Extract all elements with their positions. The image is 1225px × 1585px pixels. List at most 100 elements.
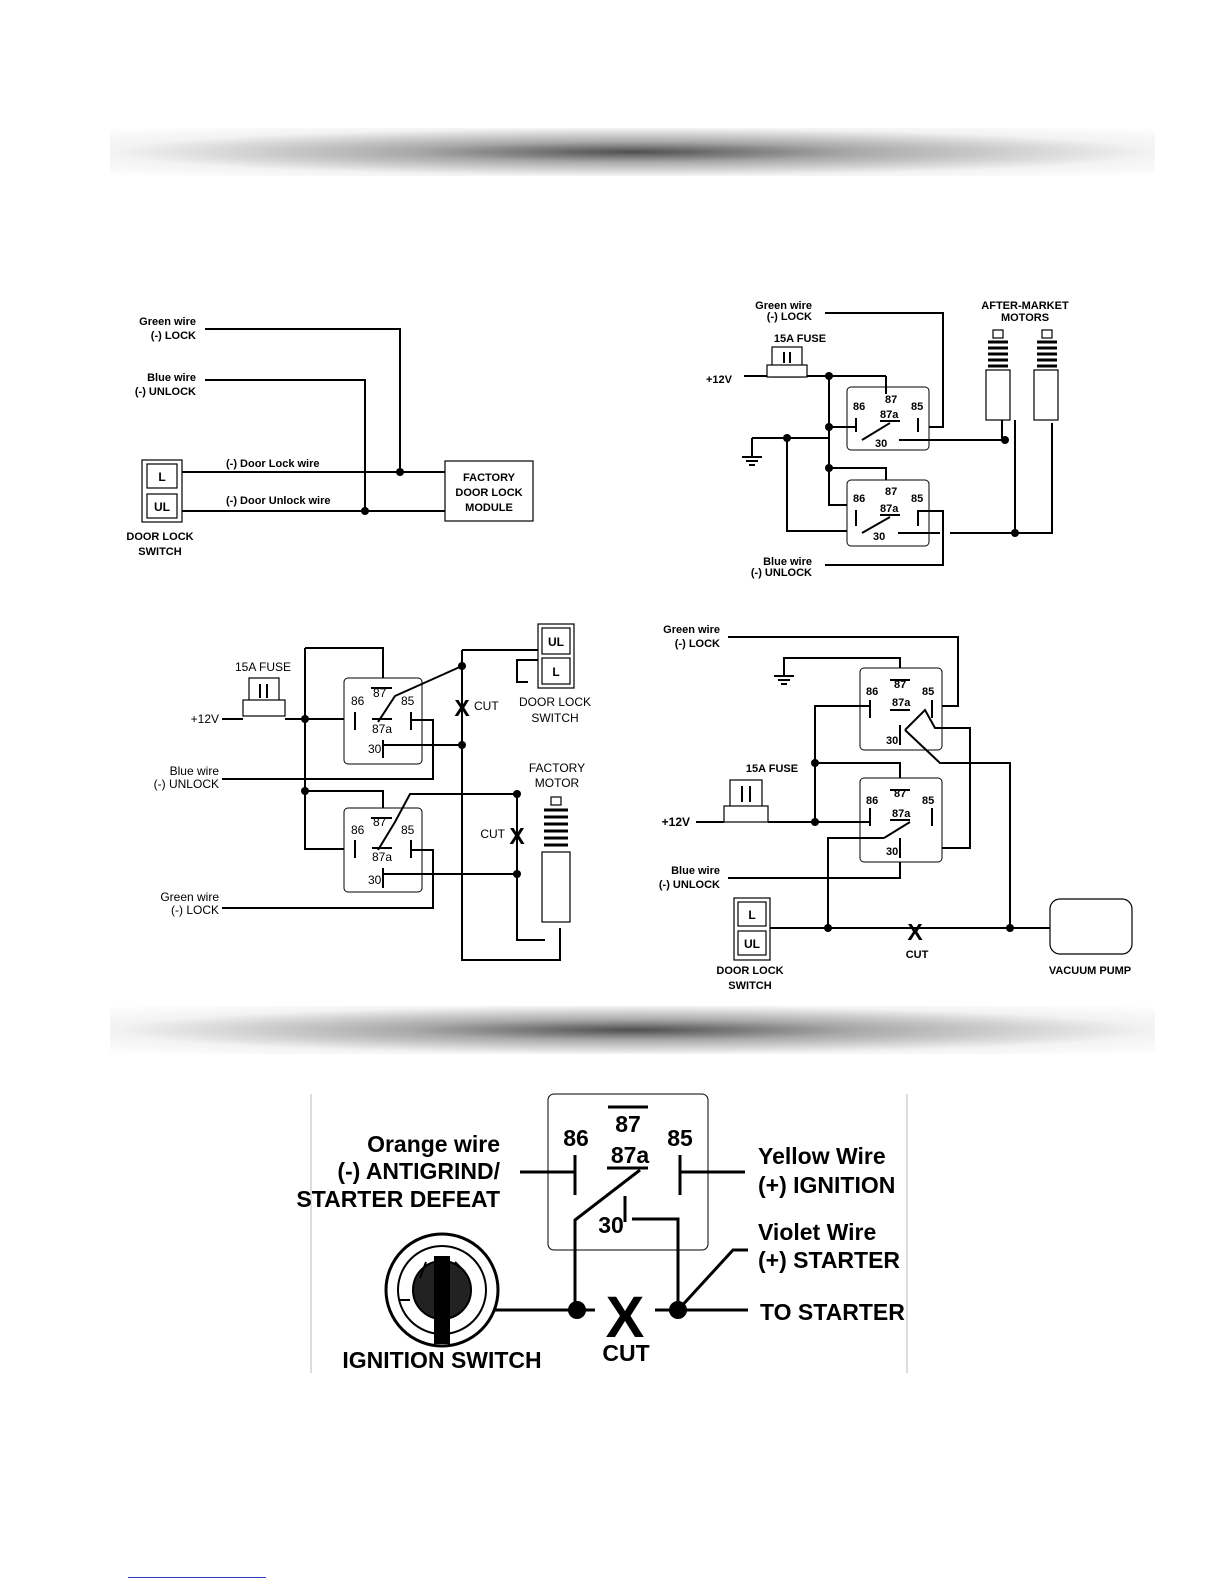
- vacuum-pump: [1049, 898, 1133, 955]
- relay-pin-87: 87: [615, 1111, 641, 1137]
- relay-pin-87: 87: [894, 679, 906, 691]
- blue-unlock-wire: [825, 510, 944, 566]
- fuse-body: [242, 699, 286, 717]
- plus12-label: +12V: [191, 712, 219, 726]
- relay-pin-86: 86: [866, 686, 878, 698]
- unlock-key: [541, 627, 571, 655]
- cut-mark: X: [606, 1285, 645, 1350]
- relay-pin-85: 85: [922, 795, 934, 807]
- vacuum-pump-label: VACUUM PUMP: [1049, 965, 1131, 977]
- top-divider-bar: [110, 128, 1155, 176]
- lock-key: [541, 657, 571, 685]
- junction-dot: [825, 423, 833, 431]
- relay-pin-85: 85: [922, 686, 934, 698]
- plus12-label: +12V: [662, 815, 690, 829]
- factory-motor-label: FACTORY: [529, 761, 585, 775]
- relay-pin-87: 87: [373, 686, 387, 700]
- junction-dot: [396, 468, 404, 476]
- green-wire-label: Green wire: [160, 890, 219, 904]
- footer-link-underline: [128, 1577, 266, 1578]
- relay-pin-86: 86: [351, 694, 365, 708]
- relay-pin-85: 85: [401, 823, 415, 837]
- relay-unlock-contacts: [855, 510, 940, 534]
- fuse-label: 15A FUSE: [746, 763, 798, 775]
- middle-divider-bar: [110, 1006, 1155, 1054]
- cut-label: CUT: [602, 1340, 649, 1366]
- relay-unlock-out: [950, 423, 1053, 534]
- junction-dot: [513, 870, 521, 878]
- frame-edge: [310, 1094, 908, 1373]
- junction-dot: [669, 1301, 687, 1319]
- unlock-key: [146, 493, 178, 519]
- orange-wire-label: (-) ANTIGRIND/: [337, 1158, 500, 1184]
- relay-pin-86: 86: [866, 795, 878, 807]
- green-lock-wire: [205, 328, 401, 472]
- factory-motor: [541, 796, 571, 923]
- green-lock-wire: [825, 312, 944, 428]
- green-wire-label: Green wire: [755, 300, 812, 312]
- fuse-blade: [259, 684, 268, 698]
- blue-wire-label: Blue wire: [671, 865, 720, 877]
- module-label: MODULE: [465, 502, 513, 514]
- relay-pin-85: 85: [911, 401, 923, 413]
- cut-label: CUT: [480, 827, 505, 841]
- relay-lower-wires: [222, 849, 517, 909]
- ground-symbol: [742, 437, 828, 466]
- unlock-key: [737, 930, 767, 956]
- fuse-body: [766, 364, 808, 378]
- door-lock-wire-label: (-) Door Lock wire: [226, 458, 320, 470]
- lock-key: [146, 463, 178, 489]
- switch-wire: [516, 659, 540, 683]
- junction-dot: [513, 790, 521, 798]
- motors-label: AFTER-MARKET: [981, 300, 1069, 312]
- ground-wire: [786, 438, 858, 532]
- ground-symbol: [774, 657, 901, 685]
- cut-mark: X: [509, 823, 525, 849]
- blue-wire-label: Blue wire: [147, 372, 196, 384]
- fuse-label: 15A FUSE: [235, 660, 291, 674]
- junction-dot: [458, 662, 466, 670]
- violet-wire-label: Violet Wire: [758, 1219, 876, 1245]
- yellow-wire-label: Yellow Wire: [758, 1143, 886, 1169]
- blue-unlock-wire: [728, 862, 901, 879]
- fuse-blade: [741, 786, 751, 802]
- factory-door-lock-module: [444, 460, 534, 522]
- module-label: DOOR LOCK: [455, 487, 522, 499]
- green-lock-label: (-) LOCK: [767, 311, 812, 323]
- starter-relay-contacts: [520, 1155, 745, 1310]
- relay-pin-85: 85: [911, 493, 923, 505]
- factory-motor-label: MOTOR: [535, 776, 580, 790]
- blue-wire-label: Blue wire: [170, 764, 220, 778]
- diagram-factory-motor: 15A FUSE +12V 87 86 85 87a 30 87 86 85 8…: [154, 623, 591, 961]
- junction-dot: [361, 507, 369, 515]
- plus12-label: +12V: [706, 374, 733, 386]
- module-label: FACTORY: [463, 472, 516, 484]
- switch-label: SWITCH: [531, 711, 578, 725]
- relay-lock-contacts: [855, 376, 945, 441]
- diagram-factory-door-lock-module: Green wire (-) LOCK Blue wire (-) UNLOCK…: [126, 316, 534, 558]
- diagram-starter-defeat: 87 86 85 87a 30 Orange wire (-) ANTIGRIN…: [296, 1093, 908, 1373]
- relay-pin-87: 87: [885, 394, 897, 406]
- junction-dot: [824, 924, 832, 932]
- green-lock-label: (-) LOCK: [151, 330, 196, 342]
- switch-label: DOOR LOCK: [126, 531, 193, 543]
- junction-dot: [1006, 924, 1014, 932]
- relay-pin-30: 30: [598, 1212, 624, 1238]
- blue-unlock-label: (-) UNLOCK: [135, 386, 196, 398]
- motors-label: MOTORS: [1001, 312, 1049, 324]
- fuse-label: 15A FUSE: [774, 333, 826, 345]
- fuse-body: [723, 805, 769, 823]
- relay-upper-coil: [814, 705, 870, 822]
- diagram-after-market-motors: Green wire (-) LOCK 15A FUSE +12V 87 86 …: [706, 300, 1069, 579]
- relay-pin-87a: 87a: [372, 850, 392, 864]
- lock-key: [737, 901, 767, 927]
- relay-upper-wires: [305, 719, 462, 780]
- relay-pin-86: 86: [563, 1125, 589, 1151]
- relay-pin-30: 30: [875, 438, 887, 450]
- blue-unlock-label: (-) UNLOCK: [751, 567, 812, 579]
- orange-wire-label: Orange wire: [367, 1131, 500, 1157]
- cut-label: CUT: [906, 949, 929, 961]
- relay-pin-85: 85: [401, 694, 415, 708]
- switch-label: DOOR LOCK: [519, 695, 591, 709]
